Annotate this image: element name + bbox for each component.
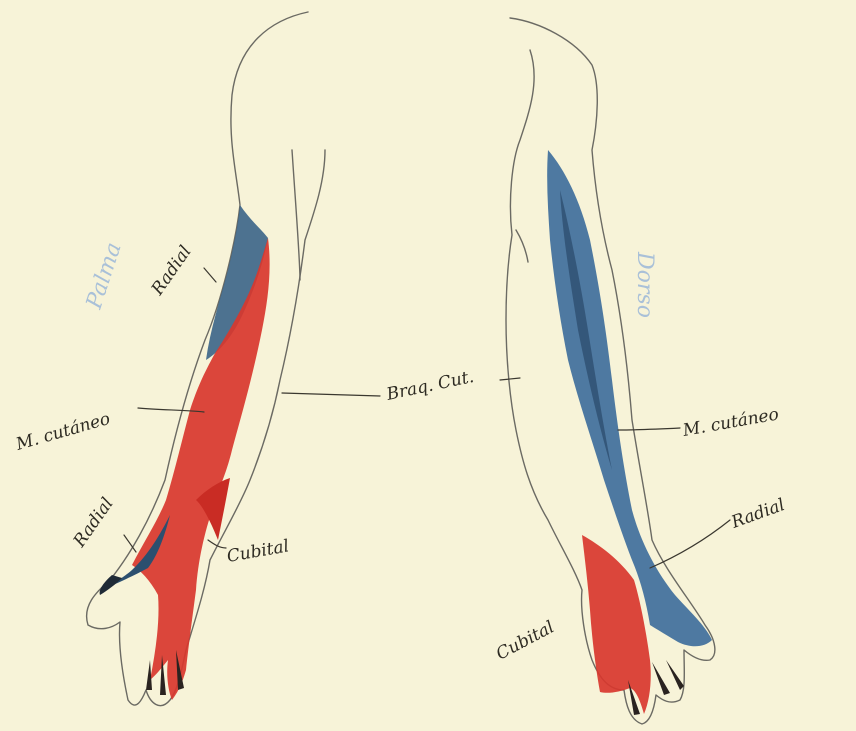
leader-braq-cut [282,393,380,396]
label-left-radial-upper: Radial [147,242,196,300]
label-palma: Palma [82,240,127,313]
right-arm-elbow-line [516,230,528,262]
left-arm-palm-view [87,12,325,706]
label-right-m-cutaneo: M. cutáneo [680,404,780,441]
left-cutaneo-red [132,238,270,700]
leader-braq-cut-right [500,378,520,380]
label-braq-cut: Braq. Cut. [384,367,476,405]
leader-left-radial-upper [204,268,216,282]
label-left-cubital: Cubital [225,536,290,567]
label-dorso: Dorso [632,251,657,318]
label-right-radial: Radial [728,495,788,533]
leader-right-radial [650,520,730,568]
label-left-m-cutaneo: M. cutáneo [13,409,113,455]
right-arm-dorsal-view [506,18,715,724]
label-left-radial-lower: Radial [69,494,118,552]
left-radial-dark-thumb [100,575,122,595]
left-arm-outline [87,12,325,706]
leader-right-m-cutaneo [618,428,680,430]
left-arm-inner-line [292,150,300,280]
leader-left-radial-lower [124,535,136,552]
label-right-cubital: Cubital [493,617,558,664]
